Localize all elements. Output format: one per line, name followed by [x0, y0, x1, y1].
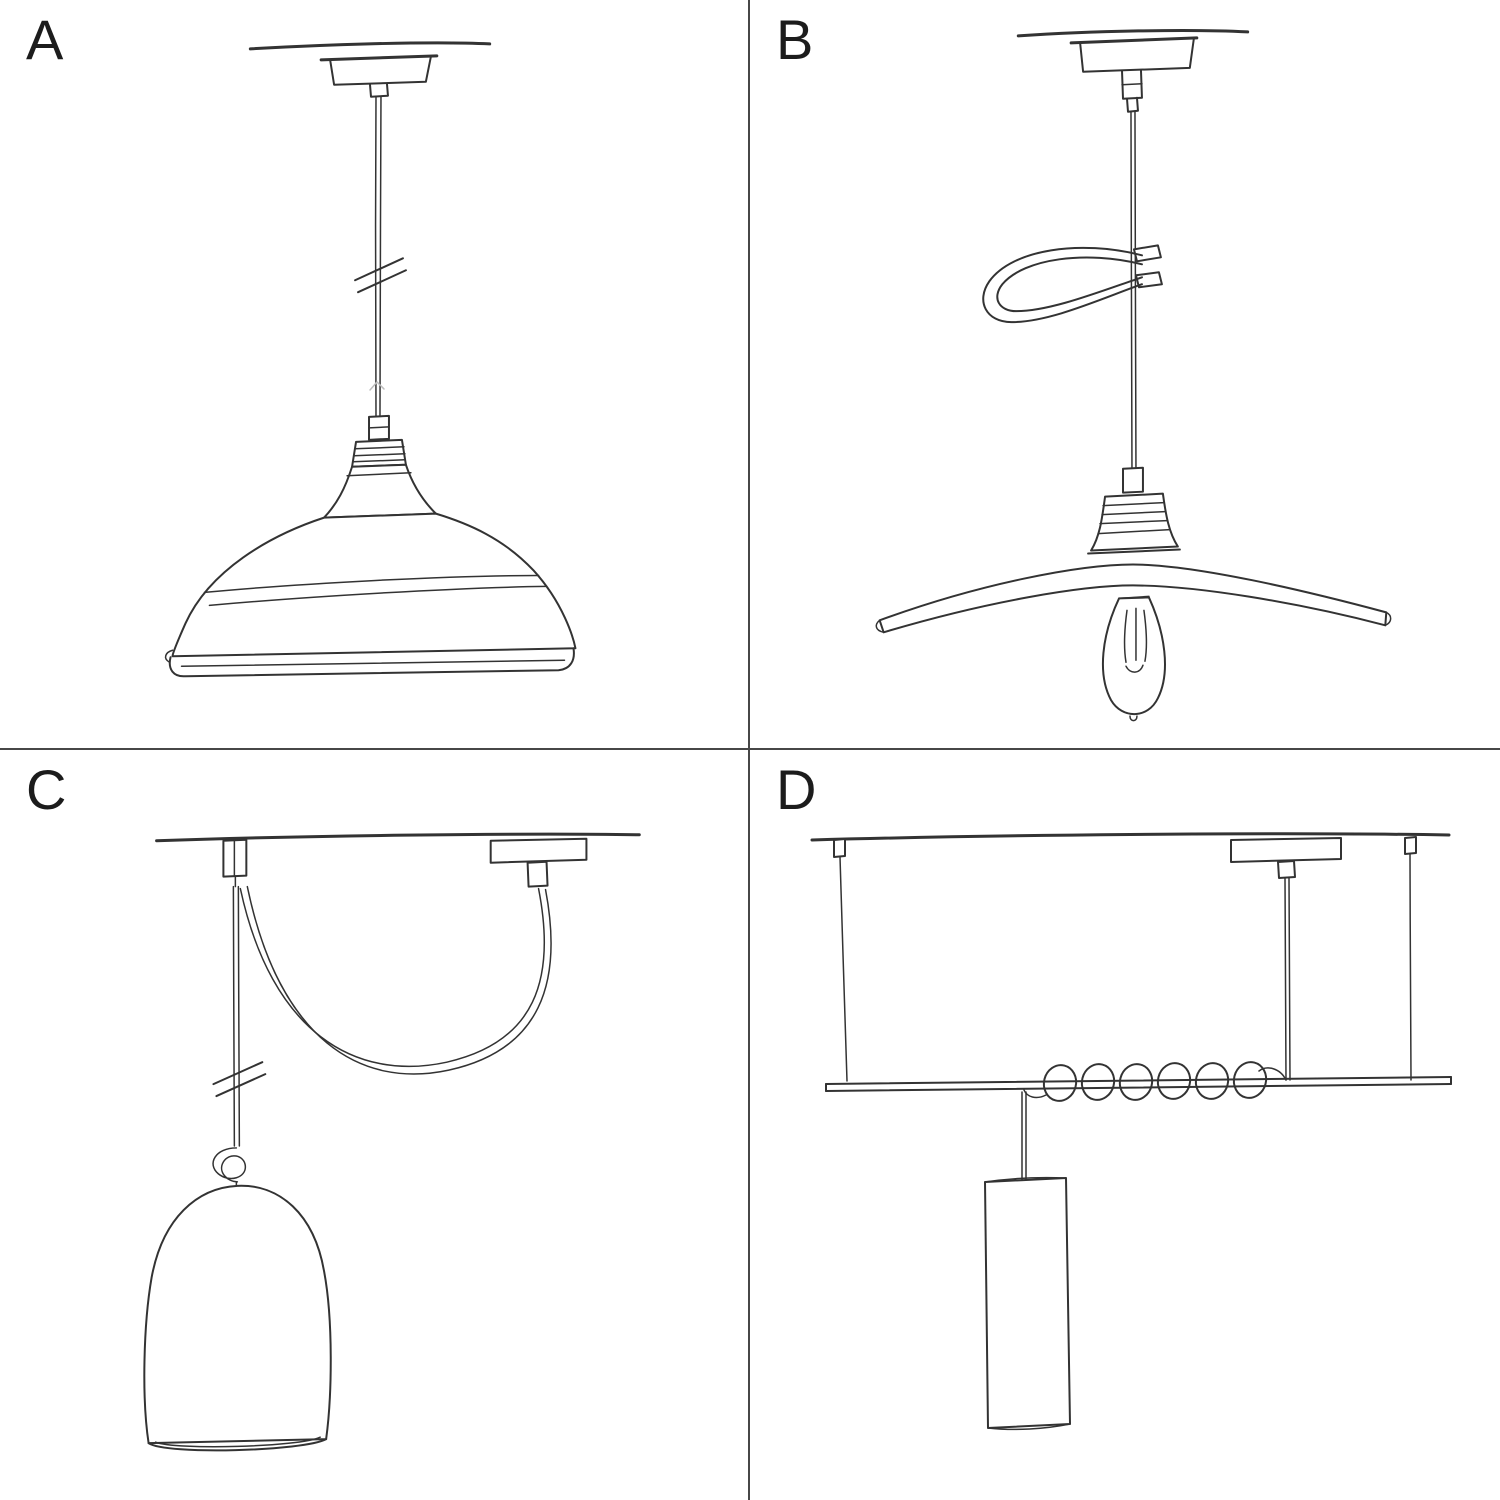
bell-shade	[143, 1184, 332, 1452]
pendant-industrial-bowl-shade-sketch	[164, 41, 577, 678]
pendant-flat-plate-shade-bulb-sketch	[875, 29, 1392, 722]
bar-suspension-tube-pendant-sketch	[810, 832, 1452, 1431]
panel-d: D	[750, 750, 1500, 1500]
swag-cable	[239, 885, 552, 1075]
pendant-cable	[1130, 110, 1137, 472]
left-suspension-wire	[833, 838, 848, 1082]
panel-label-b: B	[776, 8, 815, 71]
ceiling-rose	[489, 837, 588, 888]
center-cable	[1284, 877, 1291, 1081]
ceiling-line	[1016, 29, 1250, 38]
cable-loop-clip	[982, 244, 1163, 324]
panel-c: C	[0, 750, 750, 1500]
ceiling-line	[248, 41, 492, 51]
industrial-shade	[164, 512, 577, 678]
ceiling-line	[810, 832, 1451, 842]
swag-pendant-bell-shade-sketch	[143, 832, 641, 1452]
ceiling-line	[155, 832, 641, 843]
panel-label-a: A	[26, 8, 65, 71]
ceiling-hook	[222, 838, 248, 888]
right-suspension-wire	[1404, 836, 1417, 1081]
ceiling-rose	[1069, 36, 1199, 113]
flat-plate-shade	[875, 563, 1392, 634]
lamp-holder	[1087, 466, 1181, 555]
drop-cable	[1021, 1091, 1027, 1181]
ceiling-rose	[319, 54, 439, 98]
pendant-cable	[354, 95, 407, 418]
cable-knot	[212, 1147, 247, 1191]
ceiling-rose	[1230, 837, 1342, 879]
panel-label-c: C	[26, 758, 68, 821]
panel-b: B	[750, 0, 1500, 750]
panel-label-d: D	[776, 758, 818, 821]
drop-cable	[212, 885, 267, 1147]
lamp-holder	[323, 414, 437, 519]
panel-a: A	[0, 0, 750, 750]
tube-pendant	[984, 1176, 1071, 1431]
wrapped-cable-coils	[1023, 1061, 1287, 1102]
horizontal-bar	[825, 1076, 1452, 1092]
light-bulb	[1101, 595, 1166, 722]
